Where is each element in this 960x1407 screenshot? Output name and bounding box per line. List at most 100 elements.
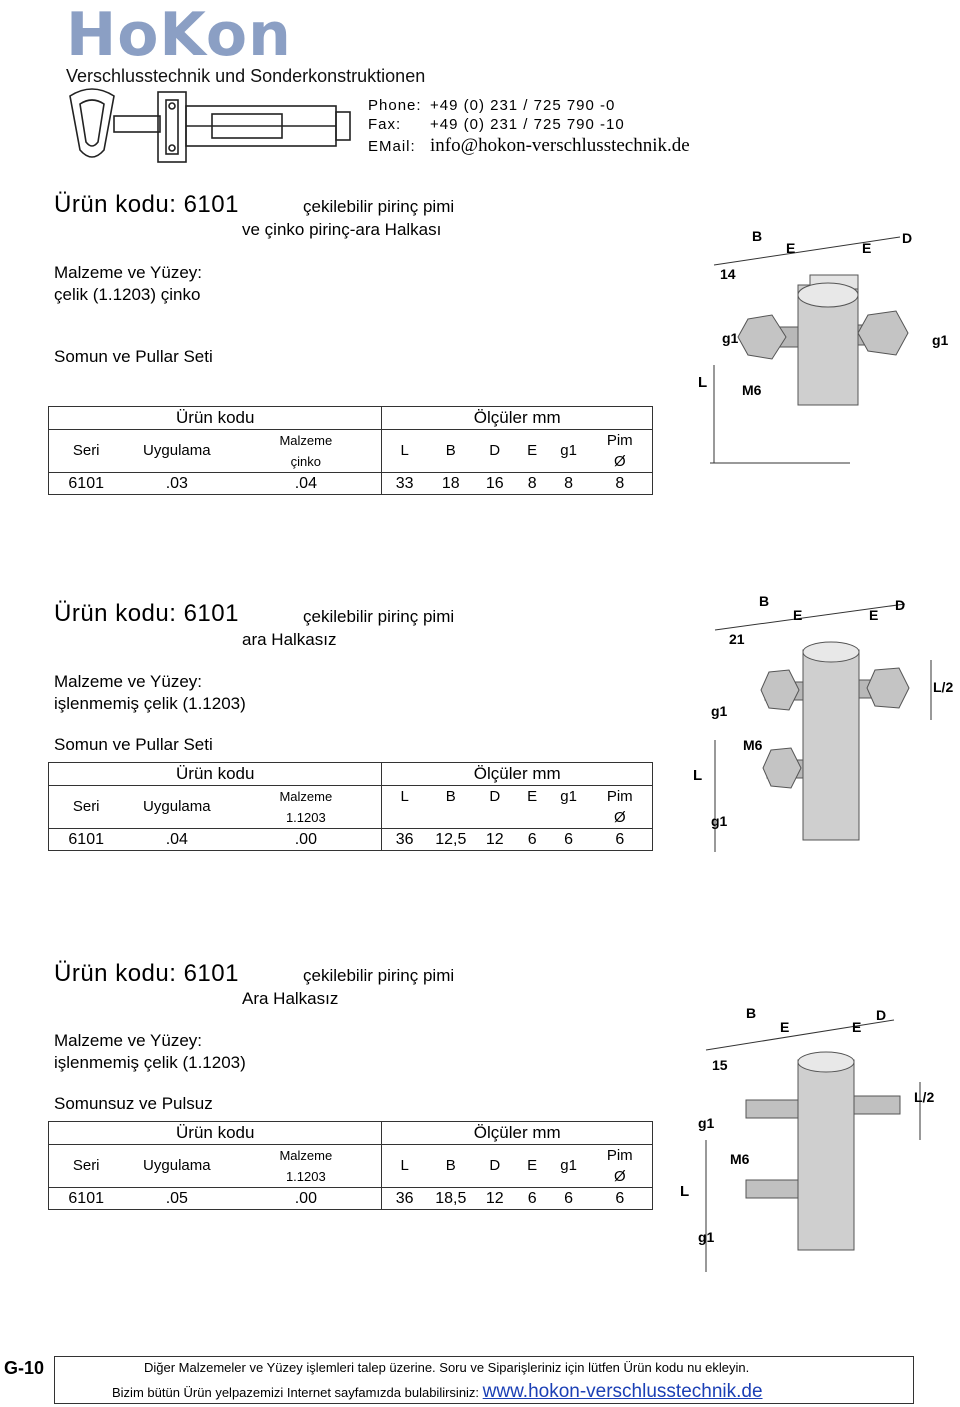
col-diameter: Ø <box>587 1166 653 1188</box>
cell-uygulama: .04 <box>123 828 231 851</box>
website-link[interactable]: www.hokon-verschlusstechnik.de <box>482 1381 763 1402</box>
dim-E-2: E <box>852 1019 861 1035</box>
col-seri: Seri <box>48 785 124 829</box>
cell-malzeme: .00 <box>230 828 382 851</box>
col-malzeme: Malzeme <box>230 1144 382 1166</box>
cell-malzeme: .04 <box>230 472 382 495</box>
header-dimensions: Ölçüler mm <box>381 406 653 430</box>
col-diameter: Ø <box>587 451 653 473</box>
dim-L: L <box>698 374 707 391</box>
material-title: Malzeme ve Yüzey: <box>54 672 203 691</box>
footer-website-line: Bizim bütün Ürün yelpazemizi Internet sa… <box>112 1381 763 1403</box>
cell-B: 18 <box>426 472 475 495</box>
dim-B: B <box>759 593 769 609</box>
col-malzeme: Malzeme <box>230 785 382 807</box>
col-malzeme: Malzeme <box>230 429 382 451</box>
dim-g1-top: g1 <box>711 703 728 719</box>
cell-g1: 6 <box>549 828 588 851</box>
col-seri: Seri <box>48 429 124 473</box>
set-label: Somun ve Pullar Seti <box>54 735 213 754</box>
material-value: işlenmemiş çelik (1.1203) <box>54 694 246 713</box>
material-value: işlenmemiş çelik (1.1203) <box>54 1053 246 1072</box>
dim-E-1: E <box>786 240 795 256</box>
dim-L-half: L/2 <box>933 679 953 695</box>
material-value: çelik (1.1203) çinko <box>54 285 201 304</box>
col-material-sub: 1.1203 <box>285 1168 326 1184</box>
cell-D: 12 <box>474 1187 515 1210</box>
footer-box <box>54 1356 914 1404</box>
dim-g1-right: g1 <box>932 332 949 348</box>
col-B: B <box>426 1144 475 1188</box>
col-g1: g1 <box>549 1144 588 1188</box>
material-title: Malzeme ve Yüzey: <box>54 263 203 282</box>
dim-L: L <box>680 1183 689 1200</box>
dim-B: B <box>746 1005 756 1021</box>
cell-pim: 6 <box>587 828 653 851</box>
product-description: çekilebilir pirinç pimi <box>303 966 455 985</box>
cell-seri: 6101 <box>48 472 124 495</box>
col-seri: Seri <box>48 1144 124 1188</box>
dim-M6: M6 <box>742 382 762 398</box>
header-dimensions: Ölçüler mm <box>381 1121 653 1145</box>
dim-B: B <box>752 228 762 244</box>
col-L: L <box>381 785 427 807</box>
col-D: D <box>474 429 515 473</box>
cell-pim: 8 <box>587 472 653 495</box>
dim-E-2: E <box>862 240 871 256</box>
product-description-2: Ara Halkasız <box>242 989 339 1008</box>
cell-g1: 8 <box>549 472 588 495</box>
col-uygulama: Uygulama <box>123 1144 231 1188</box>
page-number: G-10 <box>4 1358 45 1378</box>
col-pim: Pim <box>587 785 653 807</box>
dim-g1-bottom: g1 <box>711 813 728 829</box>
phone-label: Phone: <box>368 97 422 114</box>
dim-E-2: E <box>869 607 878 623</box>
dim-D: D <box>876 1007 886 1023</box>
cell-E: 8 <box>514 472 550 495</box>
set-label: Somunsuz ve Pulsuz <box>54 1094 213 1113</box>
dim-D: D <box>902 230 912 246</box>
product-drawing-1: 14 B E E D g1 g1 L M6 <box>698 228 949 464</box>
email-link[interactable]: info@hokon-verschlusstechnik.de <box>430 135 690 156</box>
fax-label: Fax: <box>368 116 402 133</box>
header-product-code: Ürün kodu <box>47 1121 382 1145</box>
dim-E-1: E <box>780 1019 789 1035</box>
dim-g1-left: g1 <box>722 330 739 346</box>
cell-B: 18,5 <box>426 1187 475 1210</box>
cell-seri: 6101 <box>48 828 124 851</box>
fax-line: Fax:+49 (0) 231 / 725 790 -10 <box>368 116 625 133</box>
dim-21: 21 <box>729 631 745 647</box>
product-drawing-3: 15 B E E D g1 g1 L M6 L/2 <box>680 1005 934 1272</box>
product-description-2: ara Halkasız <box>242 630 337 649</box>
cell-D: 12 <box>474 828 515 851</box>
latch-illustration <box>69 88 351 163</box>
col-B: B <box>426 785 475 807</box>
dim-L-half: L/2 <box>914 1089 934 1105</box>
cell-uygulama: .03 <box>123 472 231 495</box>
cell-g1: 6 <box>549 1187 588 1210</box>
product-description-2: ve çinko pirinç-ara Halkası <box>242 220 442 239</box>
header-product-code: Ürün kodu <box>47 762 382 786</box>
phone-value: +49 (0) 231 / 725 790 -0 <box>430 97 616 114</box>
col-diameter: Ø <box>587 807 653 829</box>
header-product-code: Ürün kodu <box>47 406 382 430</box>
col-material-sub: çinko <box>290 453 322 469</box>
header-dimensions: Ölçüler mm <box>381 762 653 786</box>
cell-E: 6 <box>514 1187 550 1210</box>
col-g1: g1 <box>549 429 588 473</box>
spec-table: Ürün kodu Ölçüler mm Seri Uygulama Malze… <box>47 1121 653 1210</box>
dim-M6: M6 <box>743 737 763 753</box>
cell-pim: 6 <box>587 1187 653 1210</box>
col-L: L <box>381 429 427 473</box>
product-drawing-2: 21 B E E D g1 g1 L M6 L/2 <box>693 593 953 852</box>
product-description: çekilebilir pirinç pimi <box>303 607 455 626</box>
company-tagline: Verschlusstechnik und Sonderkonstruktion… <box>66 66 426 86</box>
col-L: L <box>381 1144 427 1188</box>
col-pim: Pim <box>587 429 653 451</box>
col-pim: Pim <box>587 1144 653 1166</box>
col-E: E <box>514 1144 550 1188</box>
footer-note: Diğer Malzemeler ve Yüzey işlemleri tale… <box>144 1360 750 1375</box>
cell-L: 36 <box>381 828 427 851</box>
company-logo: HoKon <box>66 0 292 70</box>
phone-line: Phone: +49 (0) 231 / 725 790 -0 <box>368 97 615 114</box>
